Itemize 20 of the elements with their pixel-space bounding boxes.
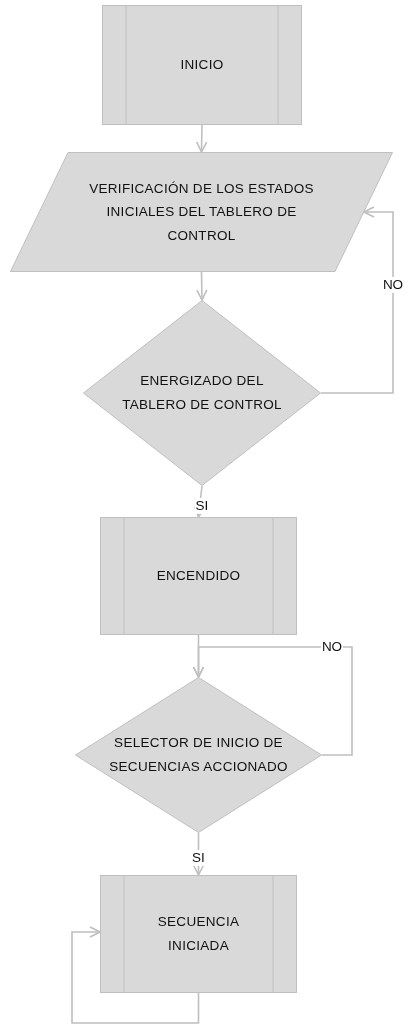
node-label: ENCENDIDO bbox=[156, 567, 241, 586]
process-box bbox=[102, 5, 302, 125]
decision-diamond bbox=[75, 677, 322, 833]
process-box bbox=[100, 875, 297, 993]
arrow bbox=[196, 271, 208, 301]
node-label: SELECTOR DE INICIO DE SECUENCIAS ACCIONADO bbox=[108, 734, 289, 776]
node-label: INICIO bbox=[180, 56, 224, 75]
arrow bbox=[195, 124, 208, 153]
node-label: ENERGIZADO DEL TABLERO DE CONTROL bbox=[121, 372, 283, 414]
edge-label: SI bbox=[194, 497, 210, 514]
process-box bbox=[100, 517, 297, 635]
edge-label: NO bbox=[381, 276, 405, 293]
decision-diamond bbox=[83, 300, 321, 486]
arrow bbox=[71, 926, 200, 1024]
arrow bbox=[192, 646, 353, 756]
node-label: VERIFICACIÓN DE LOS ESTADOS INICIALES DEL TABLERO DE CONTROL bbox=[88, 179, 315, 245]
data-parallelogram bbox=[10, 152, 393, 272]
node-label: SECUENCIA INICIADA bbox=[156, 913, 241, 955]
edge-label: SI bbox=[191, 849, 206, 867]
arrow bbox=[320, 206, 394, 394]
